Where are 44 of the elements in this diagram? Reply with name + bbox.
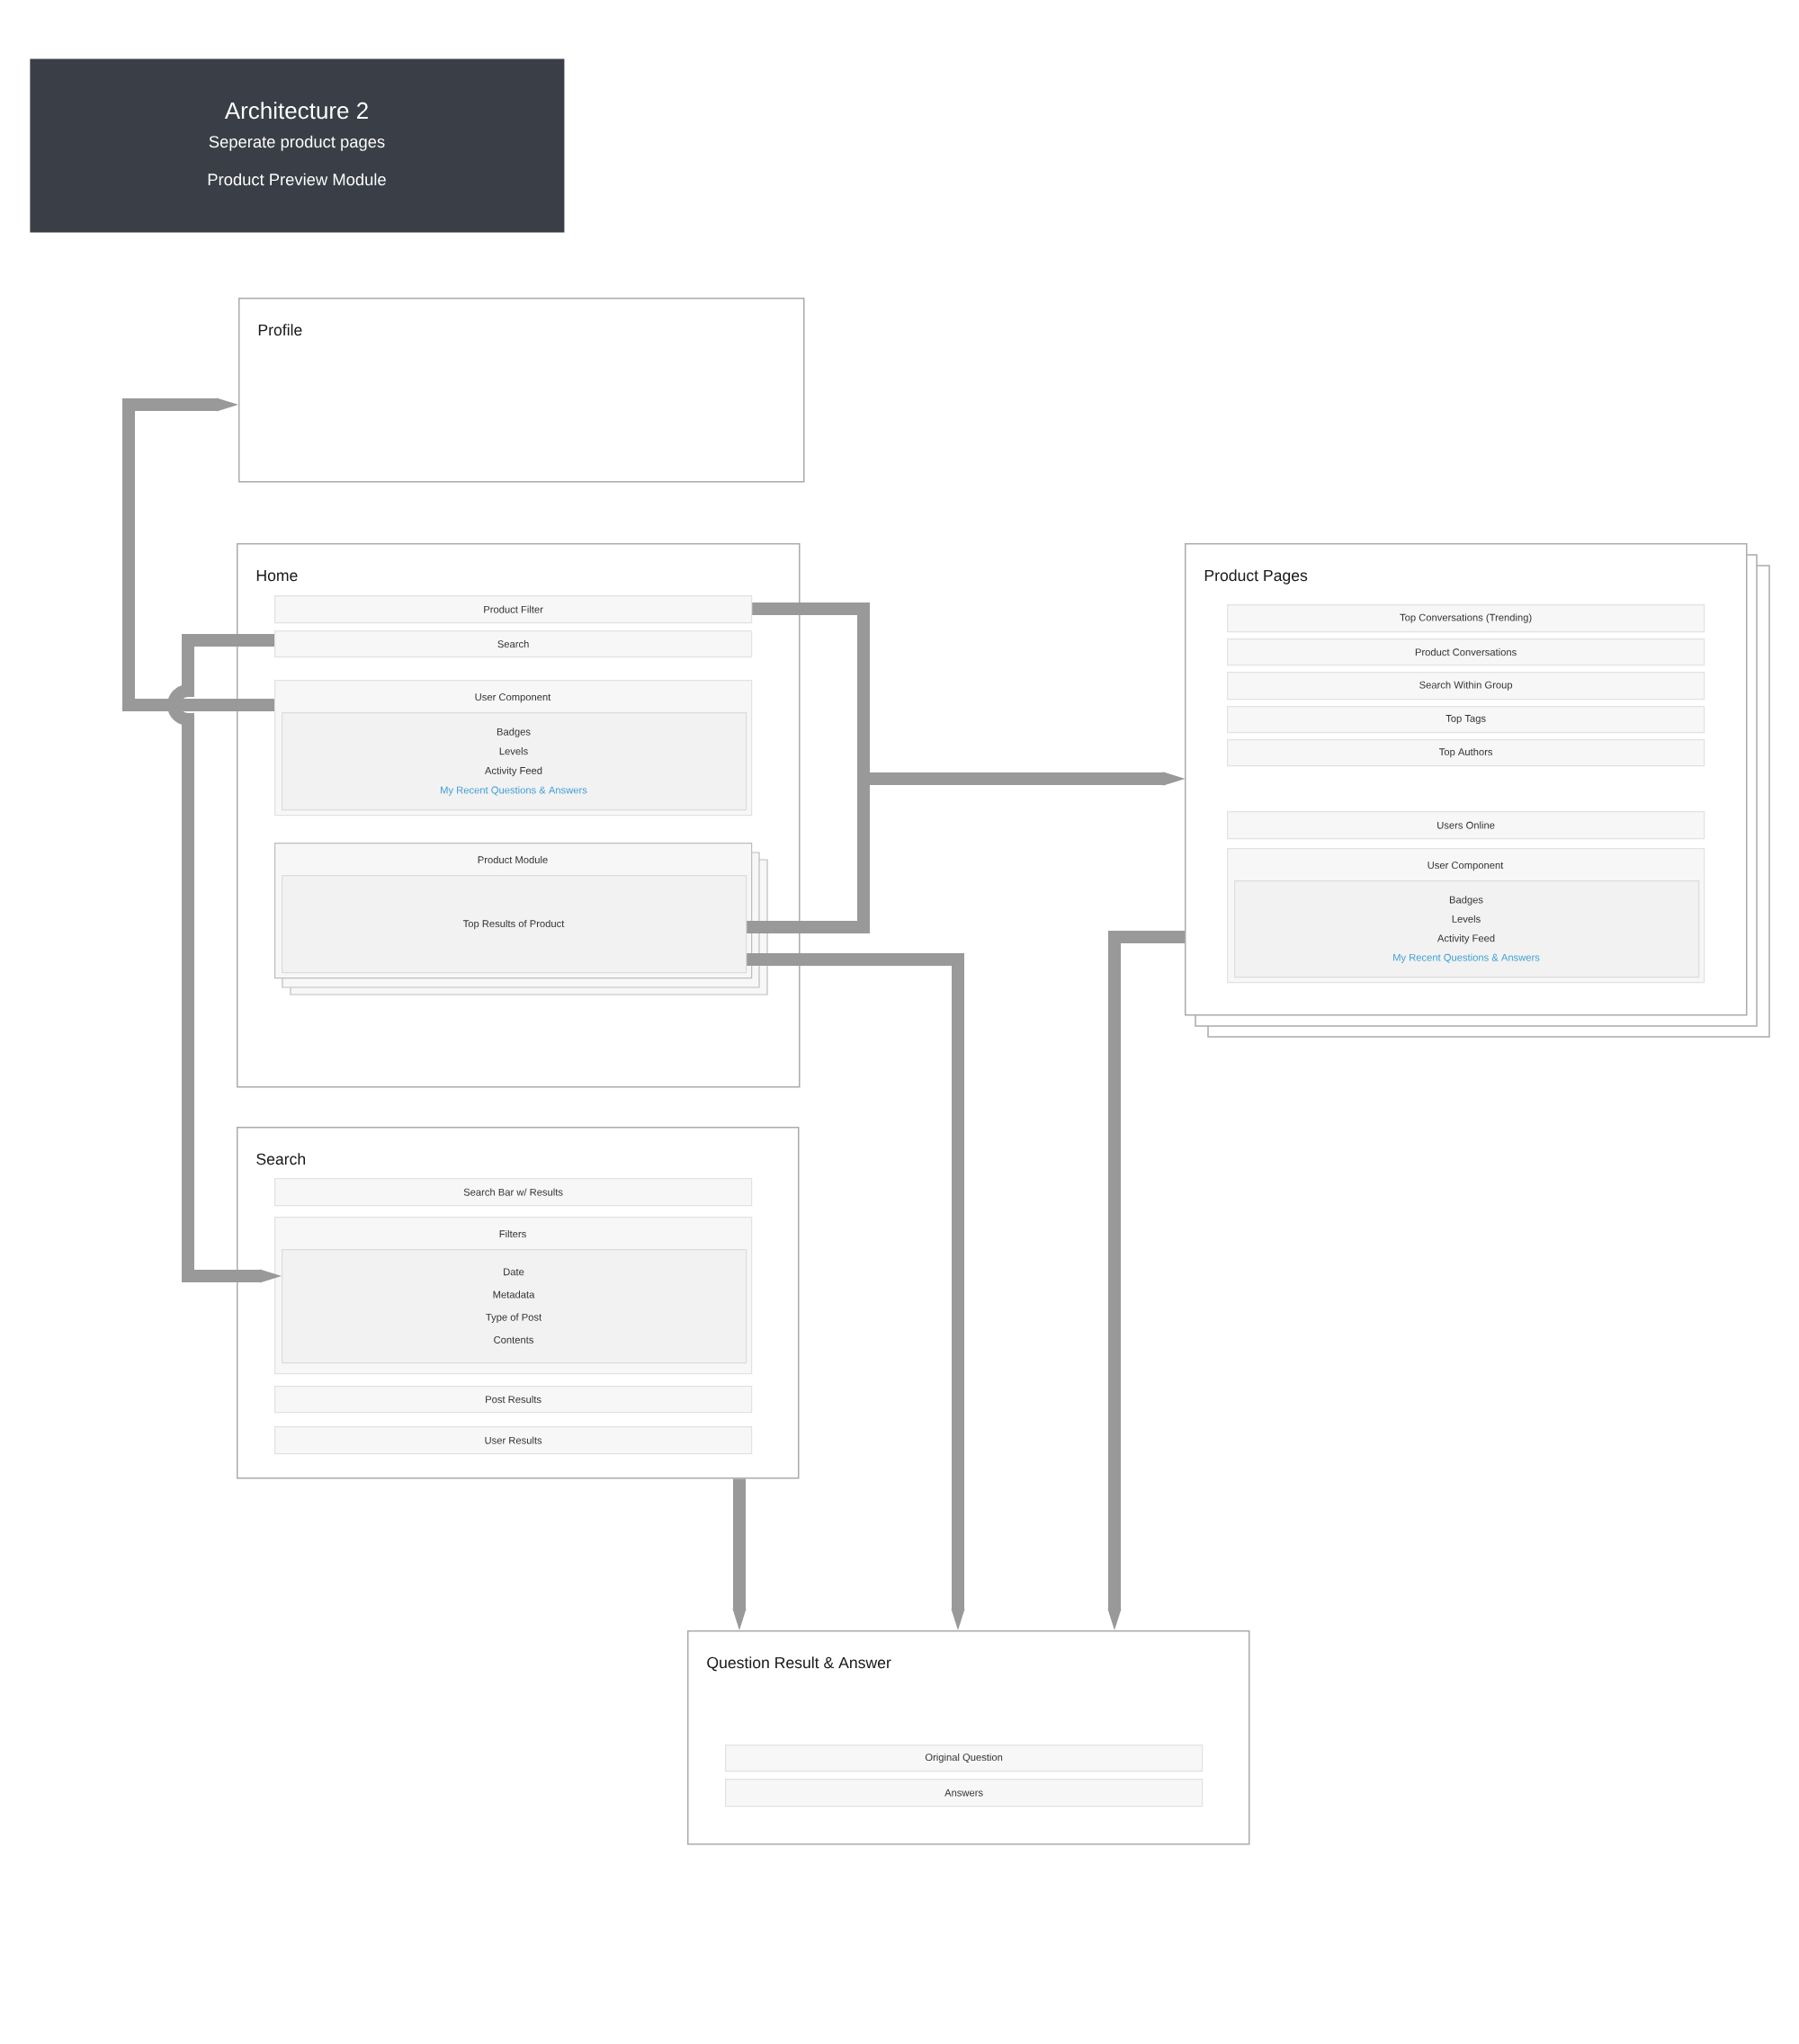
title: Architecture 2 — [224, 102, 368, 120]
list-item: Badges — [497, 727, 531, 737]
arrow — [732, 1478, 747, 1630]
component-bar: User Results — [274, 1426, 753, 1455]
list-item: Activity Feed — [485, 766, 542, 777]
panel-title: Product Module — [478, 855, 548, 864]
list-item: Badges — [1449, 896, 1483, 906]
list-item: Metadata — [493, 1290, 535, 1299]
list-item: Date — [504, 1268, 524, 1276]
list-item: Type of Post — [486, 1313, 542, 1323]
arrow — [747, 772, 1185, 933]
component-bar: Post Results — [274, 1386, 753, 1414]
arrow — [167, 634, 282, 1283]
subtitle: Seperate product pages — [209, 135, 385, 151]
component-bar: Top Authors — [1227, 739, 1705, 767]
component-bar: Product Filter — [274, 595, 753, 624]
subtitle: Product Preview Module — [208, 173, 386, 186]
component-bar: Users Online — [1227, 811, 1705, 840]
arrow — [1107, 931, 1185, 1630]
page-title: Search — [256, 1153, 306, 1165]
component-bar: Search Within Group — [1227, 672, 1705, 701]
component-bar: Answers — [725, 1779, 1204, 1807]
arrow — [122, 397, 274, 711]
component-bar: Search — [274, 630, 753, 658]
component-bar: Original Question — [725, 1745, 1204, 1772]
panel-title: Filters — [499, 1229, 526, 1238]
list-item: Top Results of Product — [462, 919, 565, 930]
page-title: Profile — [258, 324, 302, 336]
link-text: My Recent Questions & Answers — [441, 786, 587, 796]
panel-title: User Component — [1428, 861, 1504, 871]
list-item: Activity Feed — [1437, 934, 1495, 944]
component-bar: Product Conversations — [1227, 638, 1705, 666]
panel-title: User Component — [475, 693, 551, 703]
component-bar: Search Bar w/ Results — [274, 1178, 753, 1207]
page-title: Home — [256, 569, 298, 582]
list-item: Levels — [1452, 915, 1481, 923]
component-bar: Top Conversations (Trending) — [1227, 604, 1705, 633]
link-text: My Recent Questions & Answers — [1393, 953, 1540, 963]
component-bar: Top Tags — [1227, 706, 1705, 734]
list-item: Levels — [499, 747, 528, 755]
page-title: Product Pages — [1204, 569, 1308, 585]
page-title: Question Result & Answer — [707, 1656, 891, 1672]
list-item: Contents — [494, 1336, 533, 1343]
arrow — [747, 953, 965, 1630]
